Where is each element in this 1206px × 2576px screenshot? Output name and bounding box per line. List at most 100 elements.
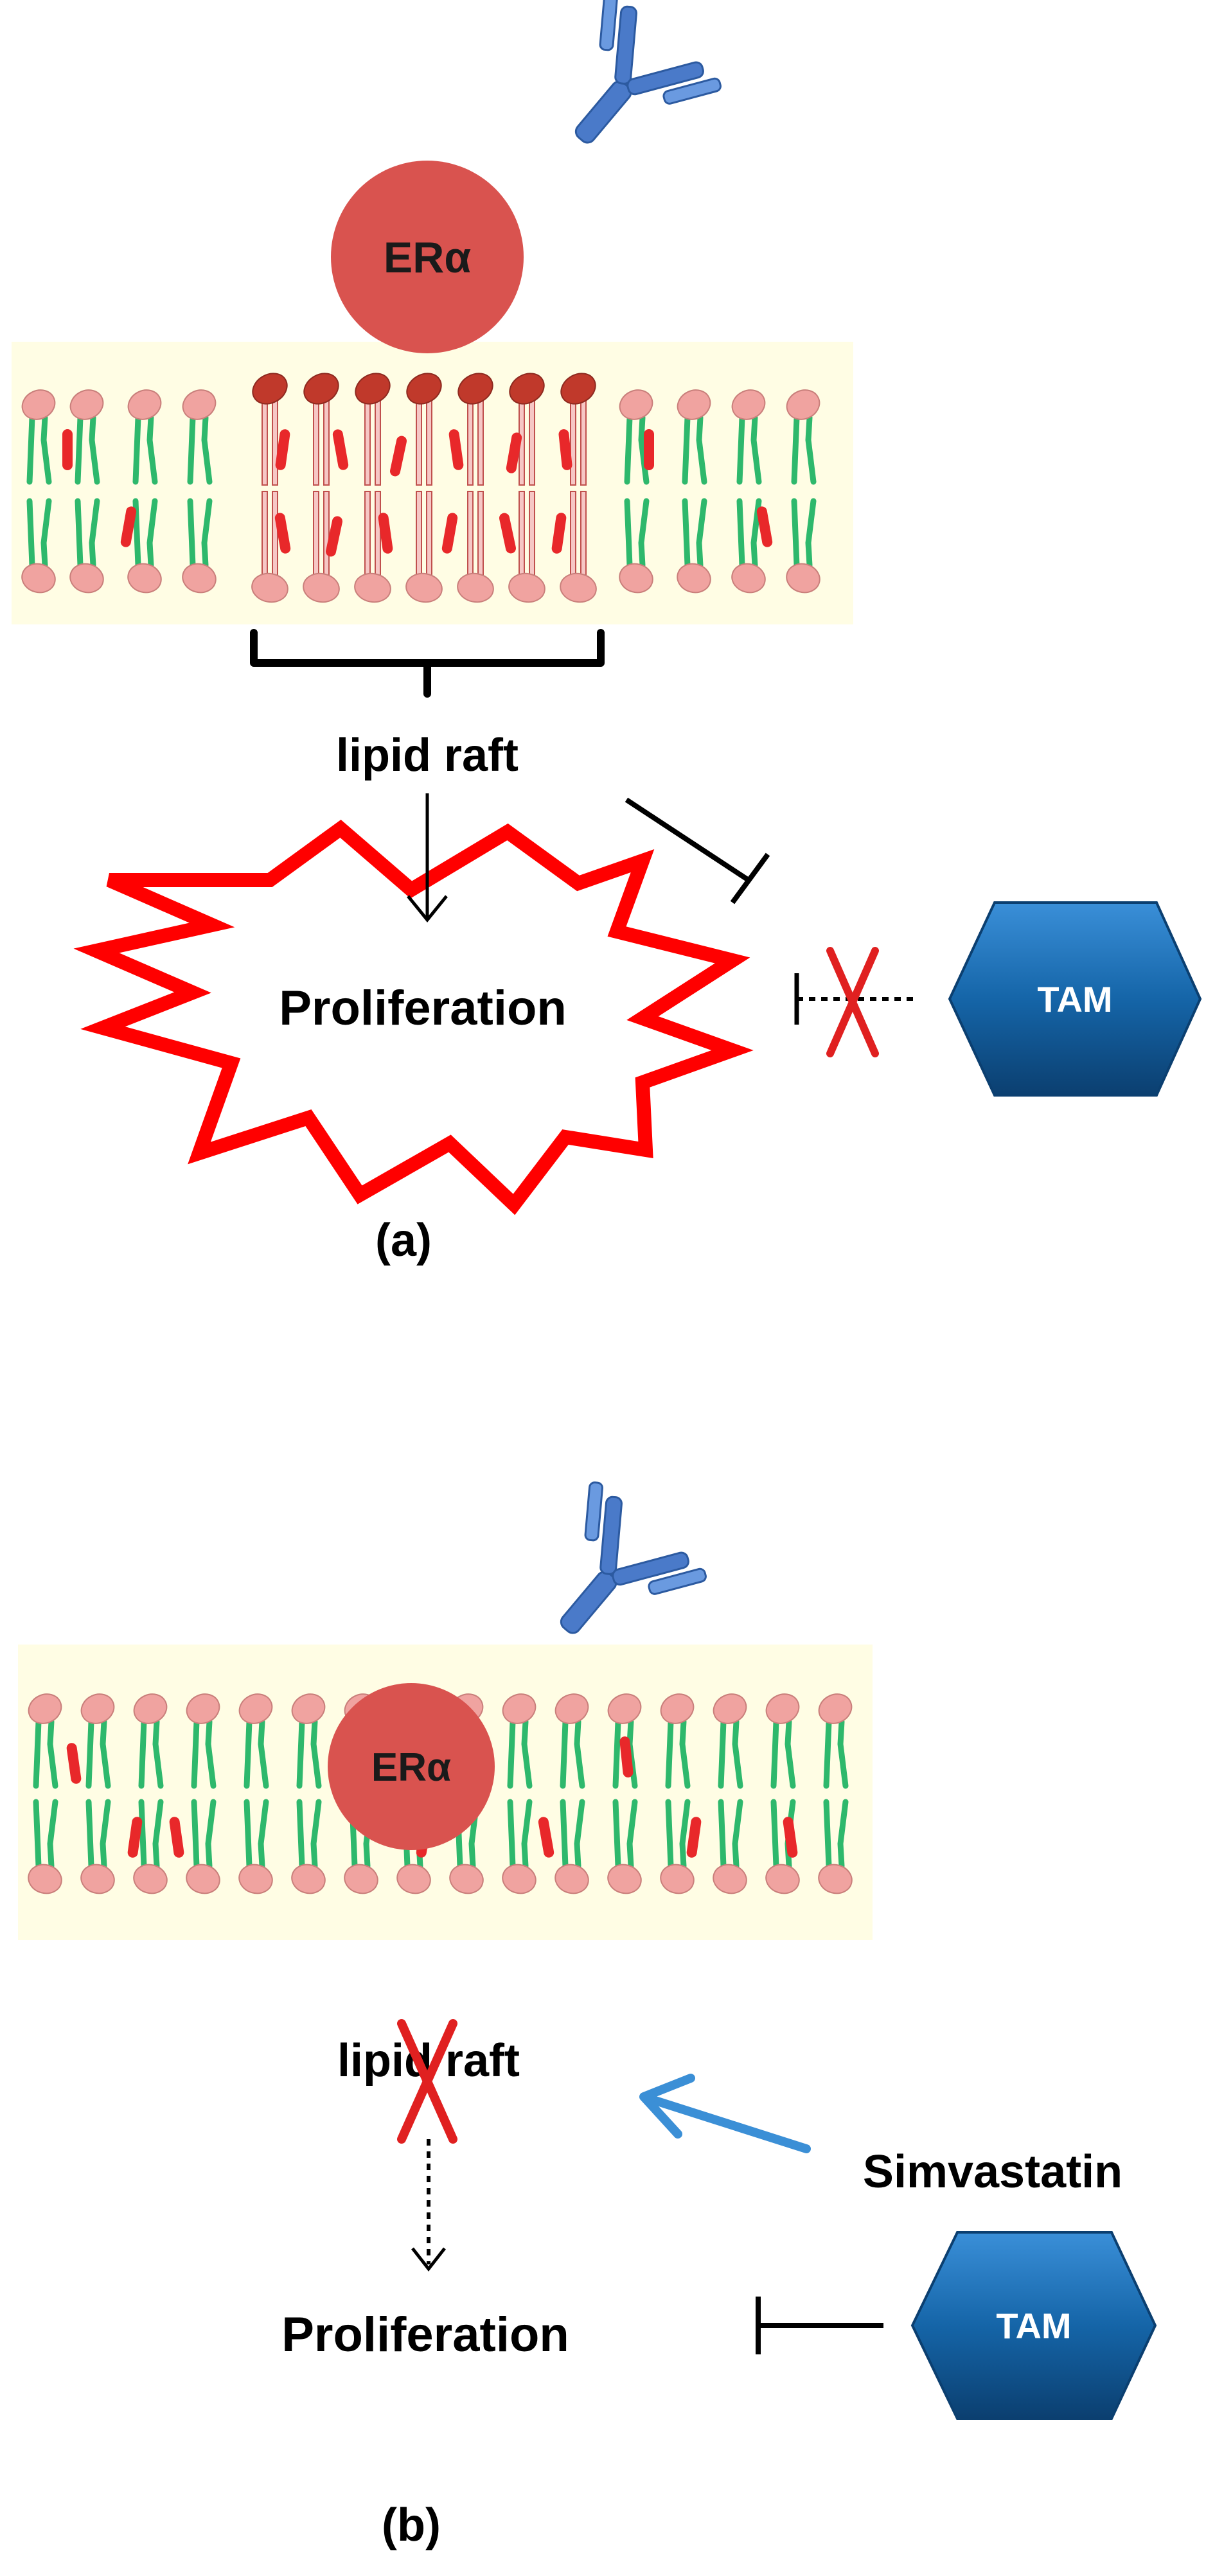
tam-label-a: TAM [1037, 979, 1112, 1019]
cholesterol-molecule [332, 429, 349, 470]
lipid-bilayer-a [21, 373, 820, 603]
er-alpha-receptor-a [331, 161, 524, 353]
blocked-cross-icon-a [826, 947, 879, 1057]
cholesterol-molecule [390, 436, 407, 477]
raft-lipid-molecule [355, 373, 391, 486]
lipid-raft-brace [250, 629, 605, 698]
simvastatin-arrow-head [639, 2074, 695, 2139]
lipid-molecule [765, 1693, 800, 1789]
lipid-molecule [660, 1799, 695, 1894]
lipid-molecule [28, 1693, 62, 1789]
lipid-molecule [186, 1693, 220, 1789]
cholesterol-molecule [275, 429, 290, 470]
lipid-molecule [80, 1799, 115, 1894]
cholesterol-molecule [558, 429, 572, 470]
cholesterol-molecule [538, 1817, 554, 1858]
raft-lipid-molecule [508, 491, 545, 603]
lipid-molecule [80, 1693, 115, 1789]
panel-b: ERα lipid raft Simvastatin Proliferation… [18, 1481, 1157, 2551]
lipid-molecule [502, 1693, 536, 1789]
cholesterol-molecule [274, 513, 291, 554]
lipid-molecule [677, 498, 711, 594]
simvastatin-arrow-line [651, 2096, 811, 2153]
tam-hexagon-b [910, 2231, 1157, 2420]
lipid-molecule [182, 389, 217, 485]
raft-lipid-molecule [251, 491, 288, 603]
cholesterol-molecule [326, 516, 342, 557]
raft-lipid-molecule [354, 491, 391, 603]
proliferation-label-b: Proliferation [281, 2307, 569, 2362]
lipid-molecule [133, 1799, 168, 1894]
lipid-molecule [786, 498, 820, 594]
lipid-molecule [554, 1799, 589, 1894]
cholesterol-molecule [619, 1736, 634, 1778]
lipid-molecule [619, 498, 653, 594]
cholesterol-molecule [756, 506, 773, 547]
lipid-molecule [238, 1799, 273, 1894]
lipid-molecule [69, 389, 104, 485]
lipid-molecule [818, 1799, 853, 1894]
cholesterol-molecule [441, 513, 458, 554]
lipid-molecule [69, 498, 104, 594]
er-alpha-label-b: ERα [371, 1745, 451, 1790]
cholesterol-molecule [551, 513, 567, 554]
lipid-molecule [28, 1799, 62, 1894]
raft-inhibition-bar [730, 852, 770, 904]
lipid-molecule [765, 1799, 800, 1894]
lipid-molecule [786, 389, 820, 485]
lipid-molecule [291, 1693, 326, 1789]
panel-a: ERα lipid raft Proliferation T [12, 0, 1202, 1266]
cholesterol-molecule [783, 1817, 798, 1858]
antibody-icon-a [574, 0, 722, 144]
raft-lipid-molecule [405, 491, 443, 603]
dotted-arrow-head [411, 2247, 446, 2272]
cholesterol-molecule [169, 1817, 184, 1858]
lipid-molecule [127, 389, 162, 485]
arrow-head-a [407, 895, 448, 922]
cholesterol-molecule [120, 506, 137, 547]
simvastatin-label: Simvastatin [863, 2146, 1122, 2198]
lipid-molecule [731, 389, 766, 485]
raft-lipid-molecule [303, 491, 340, 603]
lipid-molecule [21, 498, 56, 594]
cholesterol-molecule [506, 432, 522, 473]
cholesterol-molecule [378, 513, 393, 554]
raft-inhibition-line [625, 797, 750, 883]
lipid-molecule [21, 389, 56, 485]
raft-lipid-molecule [457, 491, 494, 603]
raft-lipid-molecule [406, 373, 442, 486]
raft-lipid-molecule [509, 373, 545, 486]
proliferation-burst [73, 819, 754, 1215]
lipid-raft-label-a: lipid raft [336, 730, 519, 781]
proliferation-label-a: Proliferation [279, 981, 567, 1036]
lipid-molecule [713, 1693, 747, 1789]
raft-lipid-molecule [560, 491, 597, 603]
er-alpha-label-a: ERα [384, 233, 471, 282]
panel-label-a: (a) [375, 1215, 432, 1266]
lipid-molecule [291, 1799, 326, 1894]
raft-lipid-molecule [560, 373, 596, 486]
er-alpha-receptor-b [328, 1683, 495, 1850]
lipid-molecule [554, 1693, 589, 1789]
lipid-molecule [660, 1693, 695, 1789]
lipid-molecule [731, 498, 766, 594]
cholesterol-molecule [686, 1817, 702, 1858]
tam-label-b: TAM [996, 2306, 1071, 2346]
cholesterol-molecule [499, 513, 516, 554]
lipid-molecule [713, 1799, 747, 1894]
lipid-molecule [182, 498, 217, 594]
disrupted-raft-cross-icon [397, 2019, 457, 2144]
lipid-molecule [502, 1799, 536, 1894]
lipid-molecule [818, 1693, 853, 1789]
raft-lipid-molecule [457, 373, 493, 486]
cholesterol-molecule [62, 429, 73, 470]
cholesterol-molecule [448, 429, 464, 470]
tam-hexagon-a [948, 901, 1202, 1097]
raft-lipid-molecule [303, 373, 339, 486]
cholesterol-molecule [127, 1817, 143, 1858]
lipid-molecule [607, 1799, 642, 1894]
lipid-molecule [677, 389, 711, 485]
lipid-molecule [133, 1693, 168, 1789]
antibody-icon-b [560, 1481, 707, 1634]
